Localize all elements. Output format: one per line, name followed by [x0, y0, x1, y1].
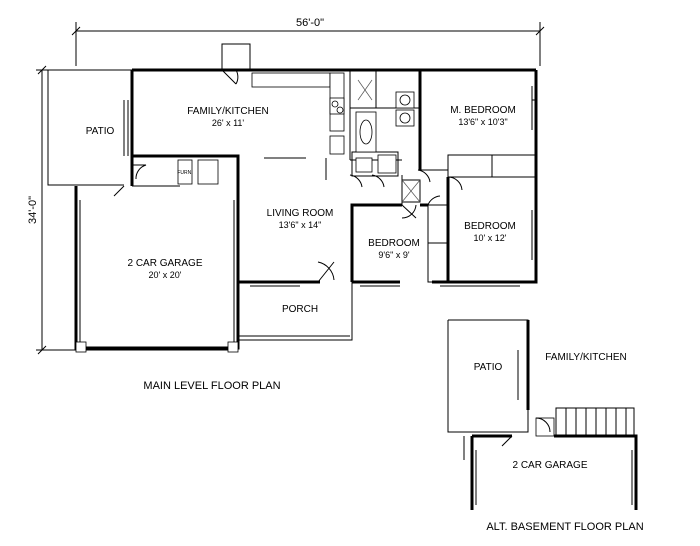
closet-x	[401, 179, 421, 203]
main-plan-title: MAIN LEVEL FLOOR PLAN	[143, 380, 280, 392]
master-bedroom-label: M. BEDROOM	[450, 105, 516, 116]
bedroom-size: 10' x 12'	[474, 233, 507, 243]
master-bedroom-size: 13'6" x 10'3"	[458, 117, 507, 127]
basement-family-kitchen-label: FAMILY/KITCHEN	[545, 352, 627, 363]
garage-label: 2 CAR GARAGE	[127, 258, 202, 269]
living-room-size: 13'6" x 14"	[279, 220, 322, 230]
porch-label: PORCH	[282, 304, 318, 315]
living-room-label: LIVING ROOM	[267, 208, 334, 219]
windows	[127, 86, 536, 287]
basement-patio-label: PATIO	[474, 362, 503, 373]
bedroom-label: BEDROOM	[464, 221, 516, 232]
patio-label: PATIO	[86, 126, 115, 137]
overall-depth-label: 34'-0"	[27, 196, 39, 224]
small-bedroom-size: 9'6" x 9'	[378, 250, 409, 260]
basement-plan-title: ALT. BASEMENT FLOOR PLAN	[486, 521, 643, 533]
door-swings	[113, 69, 463, 283]
basement-plan-walls	[447, 319, 638, 510]
small-bedroom-label: BEDROOM	[368, 238, 420, 249]
basement-garage-label: 2 CAR GARAGE	[512, 460, 587, 471]
kitchen-counters	[251, 72, 345, 155]
utility-fixtures	[177, 159, 219, 185]
family-kitchen-size: 26' x 11'	[212, 118, 245, 128]
width-dimension-line	[71, 22, 545, 66]
depth-dimension-line	[36, 65, 80, 355]
garage-door	[75, 341, 239, 353]
overall-width-label: 56'-0"	[296, 17, 324, 29]
garage-size: 20' x 20'	[149, 270, 182, 280]
bath-fixtures	[355, 79, 415, 174]
furnace-label: FURN.	[177, 170, 192, 176]
family-kitchen-label: FAMILY/KITCHEN	[187, 106, 269, 117]
chimney	[221, 43, 251, 70]
